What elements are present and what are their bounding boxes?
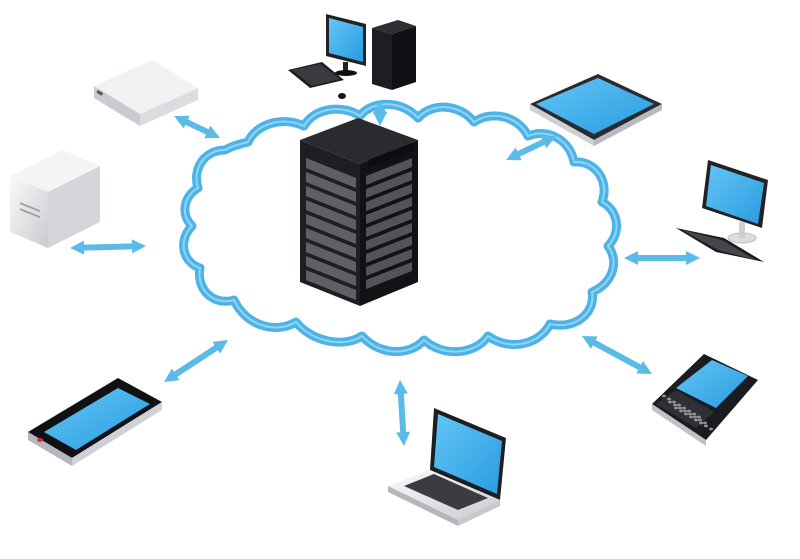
key (697, 415, 701, 419)
tablet-icon (530, 74, 662, 146)
key (698, 418, 702, 422)
rack-slot (366, 236, 412, 263)
key (689, 415, 693, 419)
key (672, 400, 676, 404)
bidirectional-arrow (582, 336, 653, 374)
key (674, 406, 678, 410)
rack-slot (306, 200, 356, 230)
key (687, 409, 691, 413)
rack-slot (366, 171, 412, 198)
key (682, 406, 686, 410)
bidirectional-arrow (506, 135, 556, 161)
key (678, 406, 682, 410)
rack-slot (306, 242, 356, 272)
bidirectional-arrow (163, 340, 228, 382)
tower-server-icon (10, 150, 100, 248)
qwerty-phone-icon (652, 354, 758, 446)
server-rack-icon (300, 118, 418, 306)
rack-slot (366, 184, 412, 211)
key (692, 412, 696, 416)
rack-slot (306, 186, 356, 216)
rack-slot (366, 249, 412, 276)
bidirectional-arrow (624, 251, 700, 265)
key (667, 397, 671, 401)
rack-slot (306, 172, 356, 202)
key (677, 403, 681, 407)
key (673, 403, 677, 407)
rack-slot (366, 210, 412, 237)
rack-slot (306, 158, 356, 188)
key (693, 415, 697, 419)
key (699, 421, 703, 425)
key (704, 424, 708, 428)
rack-slot (366, 197, 412, 224)
rack-slot (306, 270, 356, 300)
desktop-computer-icon (288, 14, 416, 99)
rack-slot (306, 256, 356, 286)
key (662, 394, 666, 398)
rack-slot (366, 158, 412, 185)
key (679, 409, 683, 413)
rack-slot (306, 228, 356, 258)
rack-slot (306, 214, 356, 244)
network-appliance-icon (94, 60, 198, 126)
key (709, 427, 713, 431)
key (688, 412, 692, 416)
bidirectional-arrow (373, 100, 387, 126)
rack-slot (366, 223, 412, 250)
laptop-icon (388, 408, 506, 526)
desktop-monitor-icon (676, 160, 768, 262)
connection-arrows (69, 100, 700, 447)
bidirectional-arrow (173, 115, 220, 139)
key (703, 421, 707, 425)
smartphone-icon (28, 378, 162, 466)
key (683, 409, 687, 413)
bidirectional-arrow (69, 239, 146, 255)
key (684, 412, 688, 416)
key (694, 418, 698, 422)
rack-slot (366, 262, 412, 289)
bidirectional-arrow (393, 380, 411, 447)
key (668, 400, 672, 404)
